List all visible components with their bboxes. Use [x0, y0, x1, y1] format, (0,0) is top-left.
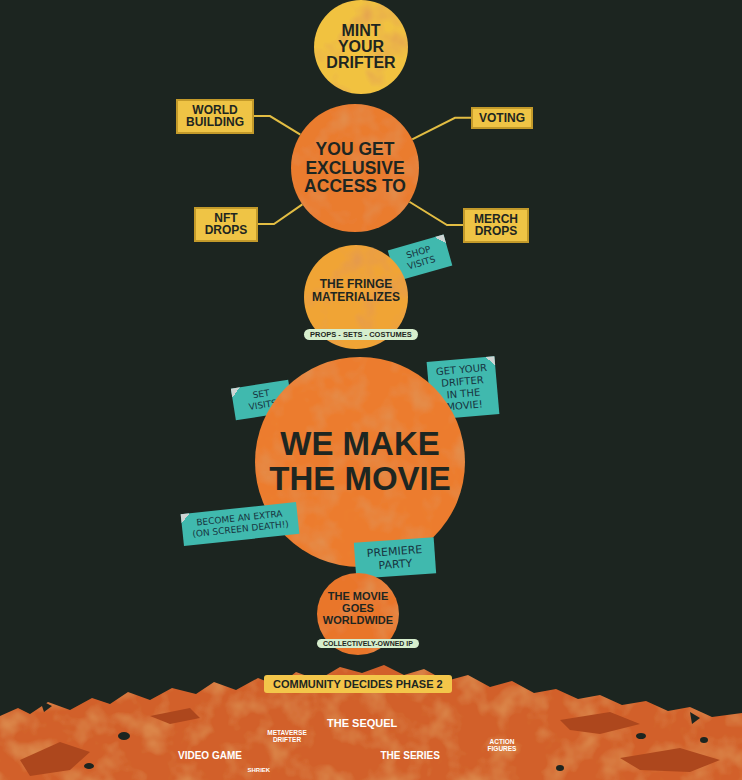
step-text: WE MAKE THE MOVIE [264, 427, 456, 496]
perk-connector [254, 116, 300, 135]
perk-label: NFT DROPS [194, 207, 258, 242]
step-text: MINT YOUR DRIFTER [322, 23, 400, 71]
perk-label: MERCH DROPS [463, 208, 529, 243]
step-text: YOU GET EXCLUSIVE ACCESS TO [302, 140, 408, 195]
step-circle: WE MAKE THE MOVIE [255, 357, 465, 567]
step-text: THE MOVIE GOES WORLDWIDE [321, 590, 395, 626]
phase-banner-text: COMMUNITY DECIDES PHASE 2 [273, 678, 443, 690]
perk-sticker-text: SHOP VISITS [396, 241, 444, 274]
splash-shade [20, 708, 720, 776]
perk-label-text: MERCH DROPS [471, 213, 521, 238]
phase-two-option: ACTION FIGURES [483, 739, 521, 753]
torn-corner [181, 513, 191, 523]
perk-connector [409, 202, 463, 225]
perk-sticker: BECOME AN EXTRA (ON SCREEN DEATH!) [181, 502, 300, 546]
step-circle: THE FRINGE MATERIALIZESPROPS - SETS - CO… [304, 245, 408, 349]
ribbon-text: PROPS - SETS - COSTUMES [304, 329, 418, 340]
phase-two-option: THE SERIES [381, 751, 440, 762]
ribbon-text: COLLECTIVELY-OWNED IP [317, 639, 419, 648]
step-circle: YOU GET EXCLUSIVE ACCESS TO [291, 104, 419, 232]
phase-two-option: THE SEQUEL [327, 718, 397, 730]
perk-sticker-text: PREMIERE PARTY [361, 543, 429, 574]
paint-splash [0, 665, 742, 780]
step-circle: MINT YOUR DRIFTER [314, 0, 408, 94]
perk-connector [412, 118, 471, 139]
perk-sticker-text: BECOME AN EXTRA (ON SCREEN DEATH!) [188, 508, 292, 540]
circle-fill [255, 357, 465, 567]
perk-sticker: PREMIERE PARTY [354, 537, 436, 579]
perk-label-text: WORLD BUILDING [184, 104, 246, 129]
perk-label-text: NFT DROPS [202, 212, 250, 237]
phase-two-option: SHRIEK [248, 767, 271, 773]
phase-two-option: METAVERSE DRIFTER [263, 730, 311, 744]
step-text: THE FRINGE MATERIALIZES [310, 278, 402, 304]
phase-two-option: VIDEO GAME [178, 751, 242, 762]
step-circle: THE MOVIE GOES WORLDWIDECOLLECTIVELY-OWN… [317, 573, 399, 655]
circle-fill [291, 104, 419, 232]
perk-label: WORLD BUILDING [176, 99, 254, 134]
torn-corner [435, 235, 446, 246]
splash-fleck [40, 700, 708, 771]
phase-banner: COMMUNITY DECIDES PHASE 2 [264, 675, 452, 693]
perk-connector [258, 204, 302, 224]
torn-corner [231, 387, 241, 397]
perk-label: VOTING [471, 107, 533, 130]
circle-fill [314, 0, 408, 94]
perk-label-text: VOTING [479, 112, 525, 125]
